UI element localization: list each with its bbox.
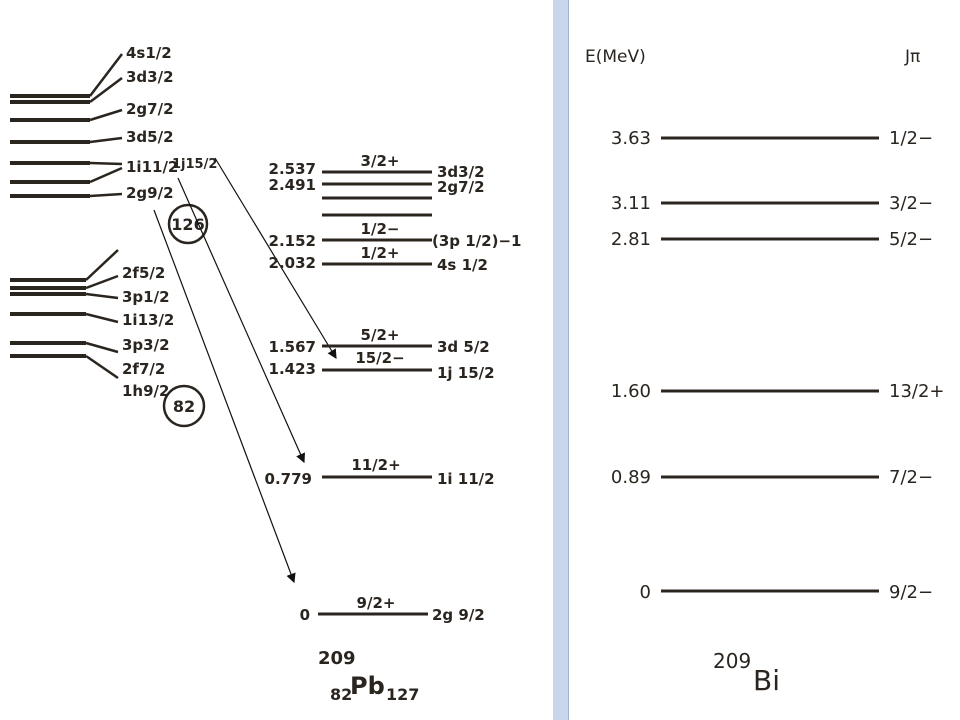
bi209-nucleus-label: 209 Bi: [713, 649, 780, 697]
level-jpi: 1/2−: [361, 220, 400, 238]
element-symbol: Pb: [350, 672, 385, 700]
level-energy: 2.032: [269, 254, 316, 272]
connector: [89, 108, 123, 122]
connector: [85, 292, 119, 300]
shell-label: 1h9/2: [122, 382, 169, 400]
connector: [89, 53, 123, 97]
pb209-energy-labels: 2.537 2.491 2.152 2.032 1.567 1.423 0.77…: [265, 160, 316, 624]
level-energy: 1.567: [269, 338, 316, 356]
connector: [85, 274, 119, 290]
level-jpi: 1/2−: [889, 128, 933, 149]
level-jpi: 3/2+: [361, 152, 400, 170]
connector: [85, 341, 119, 354]
level-config: 1i 11/2: [437, 470, 495, 488]
shell-label: 2f7/2: [122, 360, 165, 378]
mass-number: 209: [318, 648, 356, 669]
level-energy: 0: [640, 582, 651, 603]
level-jpi: 5/2+: [361, 326, 400, 344]
arrow: [214, 157, 337, 360]
level-jpi: 5/2−: [889, 229, 933, 250]
connector: [89, 136, 123, 144]
magic-circle: [167, 203, 209, 245]
pb209-spin-labels: 3/2+ 1/2− 1/2+ 5/2+ 15/2− 11/2+ 9/2+: [351, 152, 404, 612]
mass-number: 209: [713, 649, 751, 673]
pb209-nucleus-label: 209 82 Pb 127: [318, 648, 419, 704]
energy-axis-header: E(MeV): [585, 47, 646, 67]
bi209-level-panel: E(MeV) Jπ 3.63 3.11 2.81 1.60 0.89 0 1/2…: [568, 0, 960, 720]
bi209-spin-labels: 1/2− 3/2− 5/2− 13/2+ 7/2− 9/2−: [889, 128, 945, 603]
shell-label: 3p1/2: [122, 288, 170, 306]
proton-number: 82: [330, 685, 352, 704]
shell-label: 1i13/2: [122, 311, 174, 329]
level-config: 2g7/2: [437, 178, 485, 196]
level-energy: 3.63: [611, 128, 651, 149]
magic-number: 82: [173, 397, 195, 416]
connector: [89, 77, 123, 103]
level-jpi: 11/2+: [351, 456, 400, 474]
shell-label: 3d5/2: [126, 128, 174, 146]
shell-label: 4s1/2: [126, 44, 172, 62]
shell-label: 3p3/2: [122, 336, 170, 354]
shell-label: 2g9/2: [126, 184, 174, 202]
level-jpi: 3/2−: [889, 193, 933, 214]
level-energy: 2.537: [269, 160, 316, 178]
neutron-number: 127: [386, 685, 419, 704]
connector: [85, 354, 119, 380]
level-jpi: 9/2+: [357, 594, 396, 612]
level-config: (3p 1/2)−1: [432, 232, 521, 250]
connector: [89, 166, 123, 184]
level-jpi: 9/2−: [889, 582, 933, 603]
shell-label: 2f5/2: [122, 264, 165, 282]
level-config: 3d3/2: [437, 163, 485, 181]
level-energy: 0: [300, 606, 310, 624]
level-energy: 1.423: [269, 360, 316, 378]
level-energy: 0.89: [611, 467, 651, 488]
level-config: 2g 9/2: [432, 606, 485, 624]
transition-arrows: [153, 157, 337, 584]
pb209-level-scheme: 4s1/2 3d3/2 2g7/2 3d5/2 1i11/2 2g9/2 1j1…: [10, 44, 521, 704]
lower-shell-levels: [10, 249, 119, 380]
level-config: 3d 5/2: [437, 338, 490, 356]
connector: [85, 312, 119, 324]
level-config: 1j 15/2: [437, 364, 495, 382]
pb209-level-panel: 4s1/2 3d3/2 2g7/2 3d5/2 1i11/2 2g9/2 1j1…: [0, 0, 554, 720]
level-jpi: 15/2−: [355, 349, 404, 367]
magic-number-82: 82: [162, 384, 206, 428]
shell-label: 1j15/2: [172, 157, 217, 172]
pb209-levels: [318, 170, 432, 616]
level-energy: 3.11: [611, 193, 651, 214]
level-energy: 2.152: [269, 232, 316, 250]
panel-divider: [553, 0, 568, 720]
level-energy: 0.779: [265, 470, 312, 488]
level-jpi: 13/2+: [889, 381, 945, 402]
level-config: 4s 1/2: [437, 256, 488, 274]
bi209-level-scheme: E(MeV) Jπ 3.63 3.11 2.81 1.60 0.89 0 1/2…: [585, 47, 945, 697]
bi209-levels: [661, 136, 879, 593]
upper-shell-labels: 4s1/2 3d3/2 2g7/2 3d5/2 1i11/2 2g9/2 1j1…: [126, 44, 217, 202]
shell-label: 2g7/2: [126, 100, 174, 118]
connector: [89, 161, 123, 166]
arrow: [153, 209, 296, 584]
level-energy: 2.491: [269, 176, 316, 194]
magic-number-126: 126: [167, 203, 209, 245]
level-jpi: 1/2+: [361, 244, 400, 262]
element-symbol: Bi: [753, 664, 780, 697]
connector: [89, 192, 123, 198]
magic-circle: [162, 384, 206, 428]
lower-shell-labels: 2f5/2 3p1/2 1i13/2 3p3/2 2f7/2 1h9/2: [122, 264, 174, 400]
arrow: [177, 177, 305, 464]
shell-label: 1i11/2: [126, 158, 178, 176]
level-energy: 2.81: [611, 229, 651, 250]
pb209-config-labels: 3d3/2 2g7/2 (3p 1/2)−1 4s 1/2 3d 5/2 1j …: [432, 163, 521, 624]
level-energy: 1.60: [611, 381, 651, 402]
spin-parity-header: Jπ: [904, 47, 920, 67]
bi209-energy-labels: 3.63 3.11 2.81 1.60 0.89 0: [611, 128, 651, 603]
shell-label: 3d3/2: [126, 68, 174, 86]
magic-number: 126: [171, 215, 204, 234]
connector: [85, 249, 119, 281]
level-jpi: 7/2−: [889, 467, 933, 488]
upper-shell-levels: [10, 53, 123, 198]
